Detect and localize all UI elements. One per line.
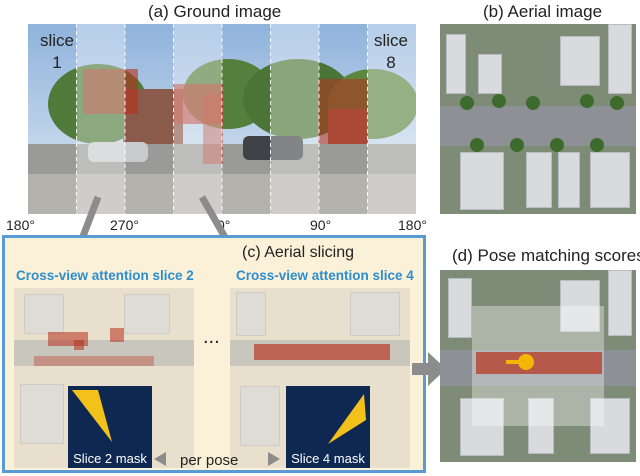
tree bbox=[460, 96, 474, 110]
tree bbox=[526, 96, 540, 110]
pose-matching-title: (d) Pose matching scores bbox=[452, 246, 640, 266]
building bbox=[350, 292, 400, 336]
ground-image-title: (a) Ground image bbox=[148, 2, 281, 22]
attention-heat bbox=[254, 344, 390, 360]
tree bbox=[492, 94, 506, 108]
ellipsis: ... bbox=[203, 326, 220, 349]
ground-panorama bbox=[28, 24, 416, 214]
per-pose-label: per pose bbox=[180, 452, 238, 469]
attention-slice-4-title: Cross-view attention slice 4 bbox=[236, 268, 414, 283]
building bbox=[558, 152, 580, 208]
building bbox=[526, 152, 552, 208]
building bbox=[608, 24, 632, 94]
slice-1-word: slice bbox=[36, 30, 78, 52]
building bbox=[590, 152, 630, 208]
aerial-image-title: (b) Aerial image bbox=[483, 2, 602, 22]
slice-8-word: slice bbox=[370, 30, 412, 52]
tree bbox=[610, 96, 624, 110]
slice-1-label: slice 1 bbox=[36, 30, 78, 74]
aerial-image bbox=[440, 24, 636, 214]
slice-8-number: 8 bbox=[370, 52, 412, 74]
slice-8-label: slice 8 bbox=[370, 30, 412, 74]
aerial-slicing-title: (c) Aerial slicing bbox=[242, 244, 354, 262]
slice-1-number: 1 bbox=[36, 52, 78, 74]
tree bbox=[510, 138, 524, 152]
road bbox=[440, 106, 636, 146]
pose-marker-icon bbox=[504, 350, 544, 374]
angle-270: 270° bbox=[110, 217, 139, 233]
tree bbox=[550, 138, 564, 152]
building bbox=[608, 270, 632, 336]
building bbox=[20, 384, 64, 444]
building bbox=[124, 294, 170, 334]
building bbox=[446, 34, 466, 94]
building bbox=[560, 36, 600, 86]
building bbox=[478, 54, 502, 94]
attention-heat bbox=[34, 356, 154, 366]
angle-90: 90° bbox=[310, 217, 331, 233]
attention-heat bbox=[74, 340, 84, 350]
attention-heat bbox=[110, 328, 124, 342]
mask-wedge-icon bbox=[68, 386, 152, 450]
angle-180-left: 180° bbox=[6, 217, 35, 233]
tree bbox=[590, 138, 604, 152]
building bbox=[240, 386, 280, 446]
building bbox=[236, 292, 266, 336]
pose-score-map bbox=[440, 270, 636, 462]
tree bbox=[470, 138, 484, 152]
slice-2-mask: Slice 2 mask bbox=[68, 386, 152, 468]
building bbox=[448, 278, 472, 338]
slice-2-mask-label: Slice 2 mask bbox=[68, 451, 152, 468]
slice-4-mask-label: Slice 4 mask bbox=[286, 451, 370, 468]
slice-4-mask: Slice 4 mask bbox=[286, 386, 370, 468]
panorama-scene bbox=[28, 24, 416, 214]
angle-180-right: 180° bbox=[398, 217, 427, 233]
tree bbox=[580, 94, 594, 108]
building bbox=[24, 294, 64, 334]
building bbox=[460, 152, 504, 210]
attention-slice-2-title: Cross-view attention slice 2 bbox=[16, 268, 194, 283]
mask-wedge-icon bbox=[286, 386, 370, 450]
